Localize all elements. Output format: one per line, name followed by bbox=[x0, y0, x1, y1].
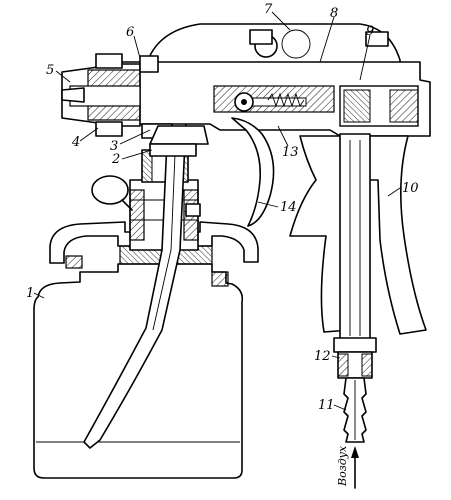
gun-body bbox=[119, 23, 431, 137]
label-8: 8 bbox=[330, 6, 338, 21]
label-3: 3 bbox=[110, 139, 118, 154]
label-2: 2 bbox=[111, 152, 120, 167]
nozzle-head bbox=[61, 53, 209, 157]
label-7: 7 bbox=[264, 2, 273, 17]
label-12: 12 bbox=[314, 349, 331, 364]
trigger bbox=[231, 117, 275, 227]
label-11: 11 bbox=[318, 398, 335, 413]
label-10: 10 bbox=[402, 181, 419, 196]
label-6: 6 bbox=[126, 25, 134, 40]
label-1: 1 bbox=[26, 286, 34, 301]
air-label: Воздух bbox=[336, 445, 349, 487]
label-13: 13 bbox=[282, 145, 299, 160]
leader-lines bbox=[33, 11, 401, 411]
air-flow-arrow bbox=[351, 446, 359, 489]
label-4: 4 bbox=[71, 135, 80, 150]
label-5: 5 bbox=[46, 63, 54, 78]
air-inlet bbox=[333, 133, 377, 443]
part-labels: 1 2 3 4 5 6 7 8 9 10 11 12 13 14 Воздух bbox=[26, 2, 419, 487]
label-9: 9 bbox=[366, 24, 374, 39]
label-14: 14 bbox=[280, 200, 297, 215]
